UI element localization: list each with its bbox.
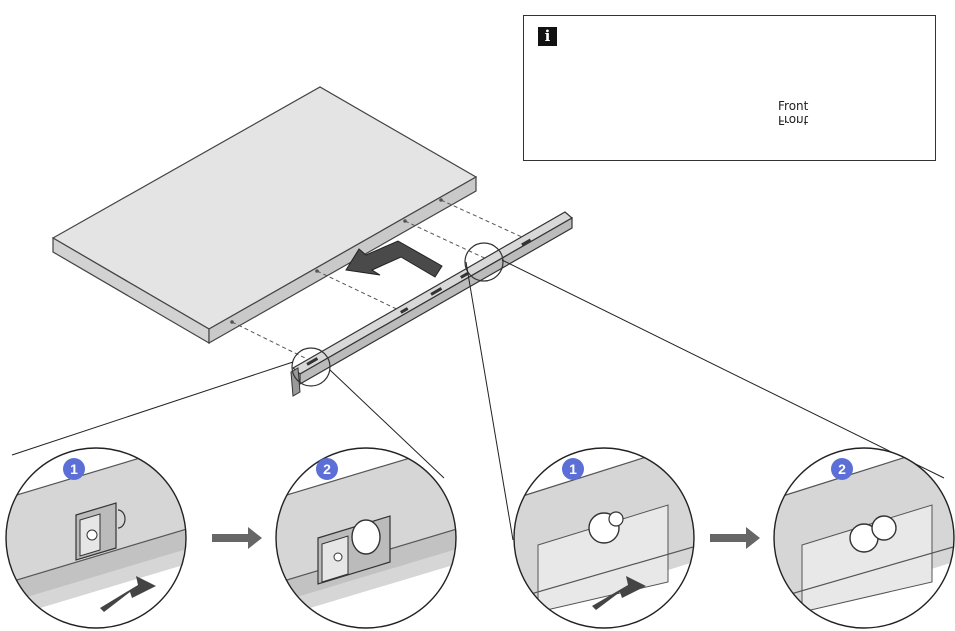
detail-right-step2 [773,447,955,629]
slide-rail [290,211,574,397]
info-icon: i [538,27,557,46]
step-arrow-right [710,527,760,549]
server-chassis [51,86,478,345]
front-label-mirrored: Front [778,113,809,127]
alignment-lines [231,199,536,359]
front-label: Front [778,99,809,113]
detail-left-step2 [275,447,457,629]
detail-right-step1 [513,447,695,629]
zoom-source-left [291,347,331,387]
zoom-source-right [464,242,504,282]
zoom-leader-lines [11,259,945,541]
step-arrow-left [212,527,262,549]
step-badge-2-right: 2 [831,458,853,480]
info-panel: i [523,15,936,161]
step-badge-2-left: 2 [316,458,338,480]
detail-left-step1 [5,447,187,629]
step-badge-1-right: 1 [562,458,584,480]
step-badge-1-left: 1 [63,458,85,480]
slide-direction-arrow [345,240,443,278]
